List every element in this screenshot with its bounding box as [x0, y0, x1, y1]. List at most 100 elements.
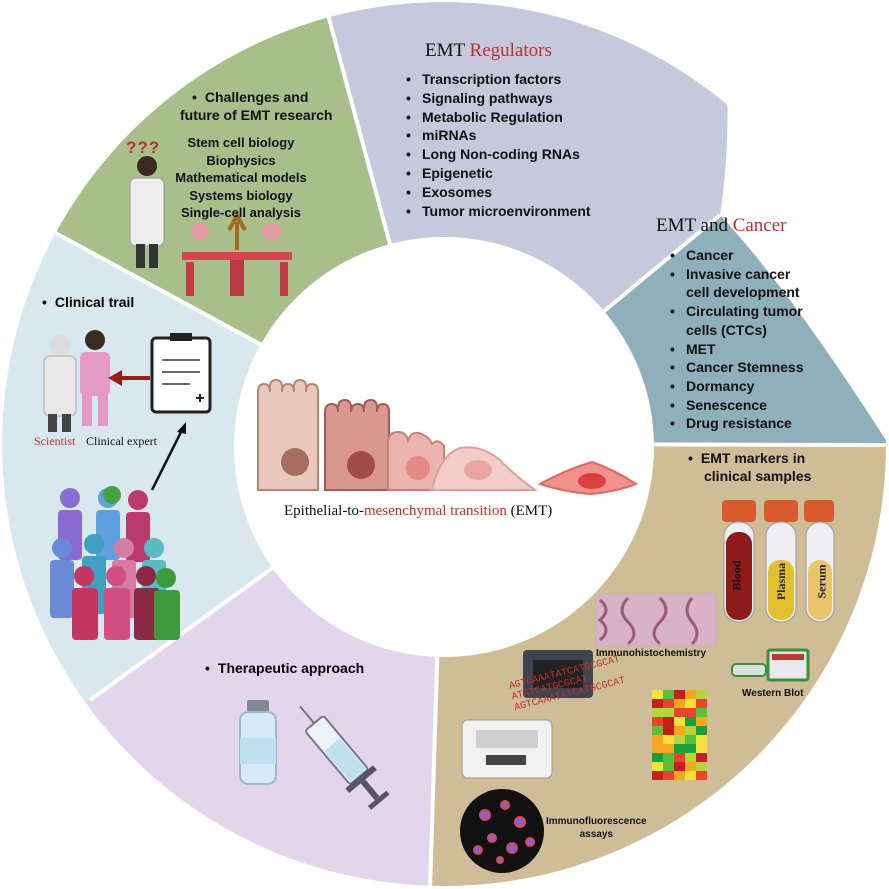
markers-bullet: • — [688, 450, 693, 466]
heatmap-cell — [652, 699, 663, 708]
challenge-item: Biophysics — [206, 152, 276, 168]
markers-heading-line2: clinical samples — [704, 468, 812, 484]
cancer-item: Drug resistance — [668, 414, 804, 433]
cancer-title-b: Cancer — [732, 215, 787, 236]
markers-heading-line1: EMT markers in — [700, 450, 806, 466]
heatmap-cell — [663, 717, 674, 726]
heatmap-cell — [685, 726, 696, 735]
nucleus-1 — [281, 448, 309, 476]
tube-label-serum: Serum — [814, 564, 829, 599]
tube-label-blood: Blood — [729, 560, 744, 591]
heatmap-cell — [663, 708, 674, 717]
heatmap-cell — [674, 735, 685, 744]
histology-image — [595, 593, 717, 647]
cancer-item: Senescence — [668, 396, 804, 415]
regulator-item: miRNAs — [404, 126, 591, 145]
heatmap-cell — [685, 762, 696, 771]
cancer-item: Circulating tumor cells (CTCs) — [668, 302, 804, 339]
sequencer-icon — [523, 650, 593, 698]
cancer-title-a: EMT and — [656, 215, 733, 236]
heatmap-cell — [696, 735, 707, 744]
heatmap-cell — [652, 726, 663, 735]
challenge-item: Stem cell biology — [187, 135, 295, 150]
heatmap-cell — [674, 753, 685, 762]
emt-cell-sequence — [257, 378, 639, 496]
regulator-item: Transcription factors — [404, 70, 591, 89]
challenge-item: Single-cell analysis — [181, 205, 301, 220]
center-label-pre: Epithelial-to- — [284, 503, 364, 519]
heatmap-cell — [685, 744, 696, 753]
center-label-post: (EMT) — [506, 503, 553, 519]
doctor-figures-icon — [43, 330, 110, 432]
meeting-table-icon — [182, 211, 292, 296]
heatmap-cell — [696, 690, 707, 699]
heatmap-cell — [663, 771, 674, 780]
heatmap-cell — [652, 771, 663, 780]
regulator-item: Epigenetic — [404, 164, 591, 183]
heatmap-cell — [685, 690, 696, 699]
if-label: Immunofluorescence assays — [546, 815, 647, 841]
challenges-heading-line1: Challenges and — [204, 89, 309, 105]
arrow-to-scientists-icon — [108, 370, 150, 386]
heatmap-cell — [685, 753, 696, 762]
heatmap-cell — [685, 771, 696, 780]
scientist-figure-icon — [129, 156, 165, 268]
cancer-list: CancerInvasive cancer cell developmentCi… — [668, 246, 804, 433]
markers-heading: • EMT markers in clinical samples — [688, 449, 811, 485]
center-label: Epithelial-to-mesenchymal transition (EM… — [284, 503, 552, 520]
heatmap-cell — [652, 753, 663, 762]
ihc-label: Immunohistochemistry — [596, 648, 707, 659]
heatmap-cell — [652, 744, 663, 753]
heatmap-cell — [685, 708, 696, 717]
regulator-item: Exosomes — [404, 183, 591, 202]
challenge-item: Systems biology — [189, 187, 293, 203]
heatmap-cell — [674, 762, 685, 771]
therapeutic-heading: Therapeutic approach — [205, 660, 364, 676]
western-blot-icon — [731, 648, 810, 682]
heatmap-cell — [696, 699, 707, 708]
nucleus-3 — [406, 456, 430, 480]
question-marks: ??? — [126, 138, 161, 157]
expert-label: Clinical expert — [86, 434, 157, 448]
heatmap-cell — [674, 690, 685, 699]
heatmap-cell — [674, 708, 685, 717]
nucleus-5 — [578, 473, 606, 489]
heatmap-cell — [685, 735, 696, 744]
heatmap-cell — [674, 744, 685, 753]
heatmap-cell — [652, 708, 663, 717]
heatmap-cell — [663, 690, 674, 699]
heatmap-cell — [663, 699, 674, 708]
heatmap-cell — [696, 771, 707, 780]
regulators-title-b: Regulators — [469, 40, 552, 61]
center-label-red: mesenchymal transition — [363, 503, 507, 519]
regulators-title: EMT Regulators — [425, 40, 552, 62]
heatmap-cell — [663, 735, 674, 744]
regulator-item: Long Non-coding RNAs — [404, 145, 591, 164]
cancer-item: MET — [668, 340, 804, 359]
heatmap-cell — [674, 717, 685, 726]
cancer-item: Cancer — [668, 246, 804, 265]
western-label: Western Blot — [742, 688, 804, 699]
regulators-list: Transcription factorsSignaling pathwaysM… — [404, 70, 591, 220]
heatmap-cell — [663, 762, 674, 771]
heatmap-cell — [663, 744, 674, 753]
cancer-item: Dormancy — [668, 377, 804, 396]
arrow-up-icon — [150, 422, 186, 491]
heatmap-cell — [685, 717, 696, 726]
cancer-title: EMT and Cancer — [656, 215, 787, 237]
regulator-item: Metabolic Regulation — [404, 108, 591, 127]
clinical-heading: Clinical trail — [42, 294, 134, 310]
cancer-item: Cancer Stemness — [668, 358, 804, 377]
heatmap-cell — [674, 771, 685, 780]
heatmap-cell — [696, 753, 707, 762]
immunofluorescence-image — [460, 789, 544, 873]
heatmap-cell — [696, 708, 707, 717]
vial-icon — [239, 700, 277, 785]
blood-tubes-icon — [722, 500, 835, 623]
nucleus-2 — [347, 451, 375, 479]
challenge-item: Mathematical models — [175, 170, 307, 185]
heatmap-image — [652, 690, 707, 780]
heatmap-cell — [652, 762, 663, 771]
